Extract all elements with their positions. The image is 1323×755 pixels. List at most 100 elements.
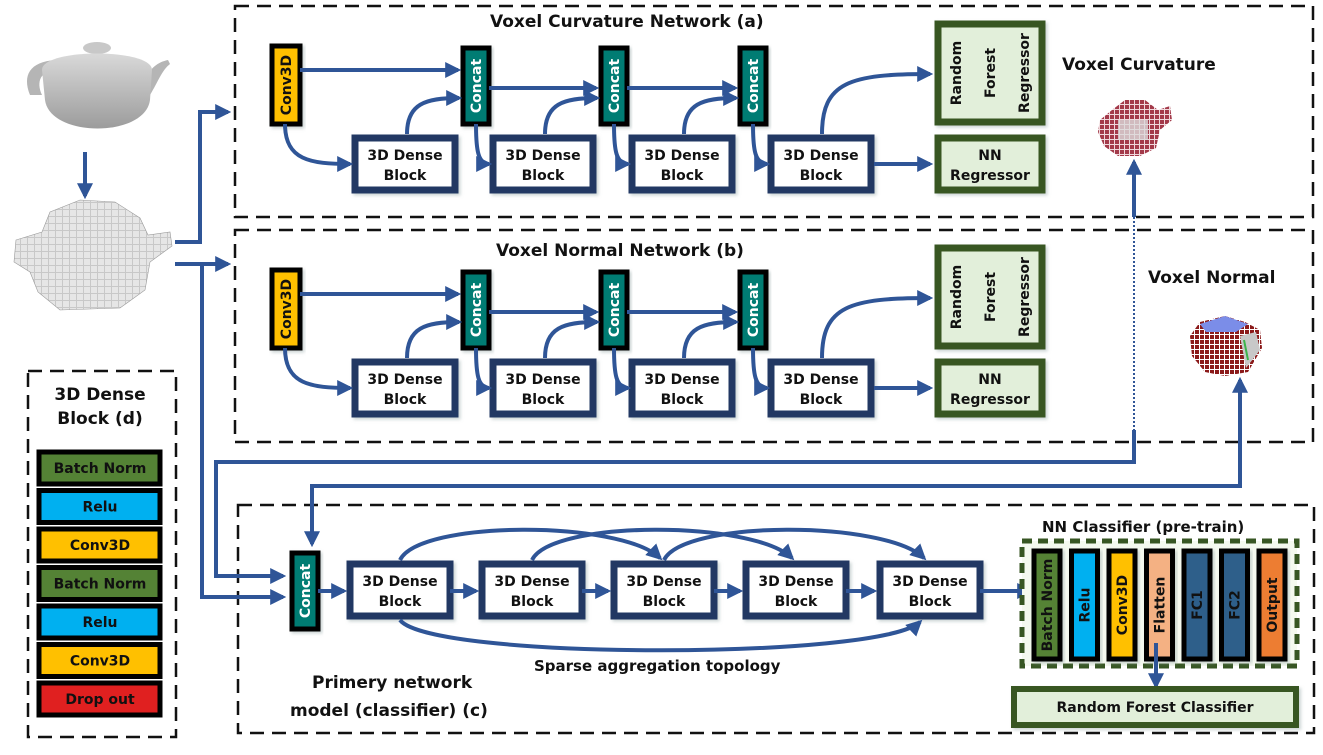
curvature-to-primary-wire	[214, 430, 1136, 584]
normal-dense-block-4-line1: 3D Dense	[783, 372, 858, 388]
normal-rf-regressor-box	[934, 244, 1046, 350]
teapot-mesh-image	[27, 42, 170, 129]
classifier-layer-output	[1256, 548, 1288, 662]
legend-layer-7-label: Drop out	[65, 692, 135, 708]
classifier-layer-flatten-label: Flatten	[1153, 577, 1169, 634]
normal-concat-to-dense-wire-2	[612, 347, 632, 396]
primary-dense-block-3-line2: Block	[643, 594, 686, 610]
normal-dense-block-3-line1: 3D Dense	[644, 372, 719, 388]
primary-network-title-line2: model (classifier) (c)	[290, 701, 488, 721]
classifier-layer-relu	[1069, 548, 1100, 662]
primary-dense-block-2-line2: Block	[511, 594, 554, 610]
classifier-layer-fc1	[1181, 548, 1213, 662]
normal-dense-to-concat-wire-3	[682, 314, 740, 359]
normal-dense-to-concat-wire-2	[543, 314, 601, 359]
legend-layer-6-label: Conv3D	[70, 654, 130, 670]
curvature-dense-block-4-line2: Block	[800, 168, 843, 184]
legend-title-line2: Block (d)	[57, 409, 142, 429]
voxel-curvature-label: Voxel Curvature	[1062, 55, 1216, 75]
normal-network-title: Voxel Normal Network (b)	[496, 241, 744, 261]
primary-skip-wire-1-5	[398, 618, 923, 653]
primary-dense-block-3	[610, 560, 718, 620]
curvature-rf-regressor-label-1: Random	[949, 41, 965, 105]
dense-block-legend-frame	[26, 369, 178, 739]
classifier-layer-fc1-label: FC1	[1190, 590, 1206, 620]
primary-dense-block-1-line2: Block	[379, 594, 422, 610]
curvature-rf-regressor-label-3: Regressor	[1017, 33, 1033, 113]
curvature-concat-2-label: Concat	[607, 59, 623, 114]
classifier-layers: Batch Norm Relu Conv3D Flatten FC1 FC2 Output	[1031, 548, 1288, 662]
curvature-concat-to-dense-wire-2	[612, 123, 632, 172]
curvature-dense-block-2-line2: Block	[522, 168, 565, 184]
legend-layer-6	[36, 642, 163, 679]
primary-dense-block-3-line1: 3D Dense	[626, 574, 701, 590]
curvature-dense-block-3	[628, 134, 736, 194]
legend-layer-2-label: Relu	[82, 500, 117, 516]
legend-layer-7	[36, 680, 163, 718]
legend-layer-1	[36, 449, 163, 487]
voxel-normal-label: Voxel Normal	[1148, 268, 1275, 288]
normal-concat-2	[598, 269, 630, 351]
normal-nn-regressor-line2: Regressor	[950, 392, 1030, 408]
legend-layer-4-label: Batch Norm	[54, 577, 147, 593]
normal-rf-regressor-label-1: Random	[949, 265, 965, 329]
primary-dense-block-1-line1: 3D Dense	[362, 574, 437, 590]
curvature-concat-1-label: Concat	[469, 59, 485, 114]
curvature-dense-block-4	[767, 134, 875, 194]
normal-nn-regressor-line1: NN	[978, 372, 1001, 388]
normal-nn-regressor-box	[934, 358, 1046, 418]
primary-dense-block-4-line1: 3D Dense	[758, 574, 833, 590]
classifier-layer-fc2-label: FC2	[1228, 590, 1244, 620]
normal-rf-regressor-label-3: Regressor	[1017, 257, 1033, 337]
classifier-layer-conv3d-label: Conv3D	[1115, 575, 1131, 635]
normal-dense-block-1	[351, 358, 459, 418]
normal-concat-1-label: Concat	[469, 283, 485, 338]
sparse-topology-label: Sparse aggregation topology	[534, 657, 781, 675]
normal-conv3d-block-label: Conv3D	[279, 279, 295, 339]
curvature-dense-block-2-line1: 3D Dense	[505, 148, 580, 164]
normal-dense-block-2-line1: 3D Dense	[505, 372, 580, 388]
normal-concat-to-dense-wire-3	[751, 347, 771, 396]
legend-layer-1-label: Batch Norm	[54, 461, 147, 477]
curvature-rf-regressor-box	[934, 20, 1046, 126]
curvature-dense-block-1-line2: Block	[384, 168, 427, 184]
voxel-curvature-image	[1098, 100, 1172, 156]
normal-dense-block-1-line2: Block	[384, 392, 427, 408]
primary-dense-block-4	[742, 560, 850, 620]
normal-concat-3-label: Concat	[746, 283, 762, 338]
normal-rf-regressor-label-2: Forest	[983, 272, 999, 322]
legend-title-line1: 3D Dense	[54, 385, 145, 405]
primary-dense-block-5-line1: 3D Dense	[892, 574, 967, 590]
classifier-layer-batch-norm-label: Batch Norm	[1040, 559, 1056, 652]
curvature-dense-block-4-line1: 3D Dense	[783, 148, 858, 164]
curvature-nn-regressor-box	[934, 134, 1046, 194]
legend-layer-5-label: Relu	[82, 615, 117, 631]
primary-network-title-line1: Primery network	[312, 673, 473, 693]
normal-concat-1	[460, 269, 492, 351]
curvature-network-frame	[233, 4, 1315, 219]
classifier-layer-relu-label: Relu	[1078, 587, 1094, 622]
curvature-concat-to-dense-wire-3	[751, 123, 771, 172]
primary-skip-wire-2-4	[530, 527, 795, 562]
primary-concat-label: Concat	[298, 564, 314, 619]
curvature-concat-2	[598, 45, 630, 127]
teapot-voxel-image	[13, 199, 173, 311]
normal-concat-to-dense-wire-1	[474, 347, 493, 396]
input-to-primary-wire-a	[200, 264, 287, 605]
normal-dense-block-2	[489, 358, 597, 418]
classifier-layer-conv3d	[1106, 548, 1138, 662]
curvature-concat-3-label: Concat	[746, 59, 762, 114]
normal-dense-block-4-line2: Block	[800, 392, 843, 408]
curvature-nn-regressor-line1: NN	[978, 148, 1001, 164]
normal-dense-to-concat-wire-1	[405, 314, 463, 359]
primary-dense-block-2-line1: 3D Dense	[494, 574, 569, 590]
primary-skip-wire-1-3	[398, 527, 663, 562]
classifier-layer-output-label: Output	[1265, 577, 1281, 633]
curvature-dense-block-3-line1: 3D Dense	[644, 148, 719, 164]
curvature-rf-regressor-label-2: Forest	[983, 48, 999, 98]
primary-dense-block-5	[876, 560, 984, 620]
primary-network-frame	[236, 503, 1316, 735]
normal-network-frame	[233, 228, 1315, 444]
